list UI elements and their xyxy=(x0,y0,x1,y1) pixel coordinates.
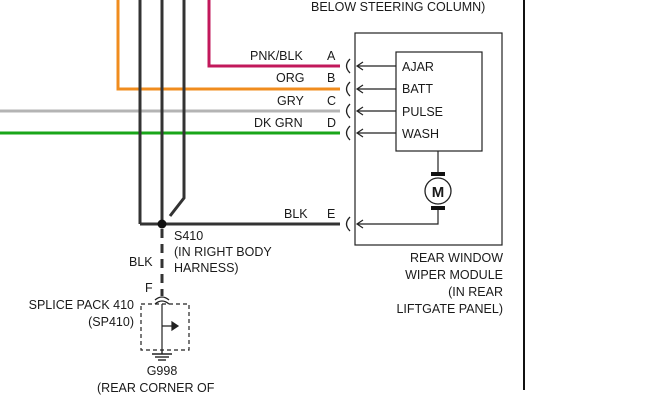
connector-symbols xyxy=(345,58,351,232)
pin-a: A xyxy=(327,49,336,63)
pin-d: D xyxy=(327,116,336,130)
pin-c: C xyxy=(327,94,336,108)
connector-e xyxy=(345,216,351,232)
motor-symbol xyxy=(424,177,452,205)
splice-wire-label: BLK xyxy=(129,255,153,269)
splice-pack-line-1: SPLICE PACK 410 xyxy=(29,298,134,312)
connector-a xyxy=(345,58,351,74)
arrow-batt xyxy=(355,84,396,94)
connector-d xyxy=(345,125,351,141)
label-org: ORG xyxy=(276,71,304,85)
header-below-steering-column: BELOW STEERING COLUMN) xyxy=(311,0,485,14)
splice-s410-dot xyxy=(157,219,167,229)
motor-brush-top xyxy=(431,172,445,176)
arrow-pulse xyxy=(355,106,396,116)
pin-b: B xyxy=(327,71,335,85)
terminal-wash: WASH xyxy=(402,127,439,141)
splice-pack-arrow xyxy=(162,320,180,332)
terminal-arrows xyxy=(355,61,439,229)
module-name-line-3: (IN REAR xyxy=(448,285,503,299)
splice-location-2: HARNESS) xyxy=(174,261,239,275)
module-name-line-2: WIPER MODULE xyxy=(405,268,503,282)
ground-id: G998 xyxy=(147,364,178,378)
splice-pack-line-2: (SP410) xyxy=(88,315,134,329)
wire-pnk-blk xyxy=(207,0,340,68)
label-gry: GRY xyxy=(277,94,305,108)
terminal-batt: BATT xyxy=(402,82,433,96)
terminal-ajar: AJAR xyxy=(402,60,434,74)
label-blk-e: BLK xyxy=(284,207,308,221)
arrow-ajar xyxy=(355,61,396,71)
motor-brush-bottom xyxy=(431,206,445,210)
module-name-line-4: LIFTGATE PANEL) xyxy=(396,302,503,316)
connector-b xyxy=(345,81,351,97)
module-name-line-1: REAR WINDOW xyxy=(410,251,503,265)
wire-blk-vertical-right xyxy=(168,0,186,217)
splice-pack-connector xyxy=(154,296,170,305)
label-dk-grn: DK GRN xyxy=(254,116,303,130)
arrow-motor-ground xyxy=(355,210,439,229)
splice-id: S410 xyxy=(174,229,203,243)
splice-location-1: (IN RIGHT BODY xyxy=(174,245,272,259)
splice-pack-pin: F xyxy=(145,281,153,295)
terminal-pulse: PULSE xyxy=(402,105,443,119)
label-pnk-blk: PNK/BLK xyxy=(250,49,303,63)
pin-e: E xyxy=(327,207,335,221)
splice-pack-box xyxy=(140,303,190,351)
motor-letter: M xyxy=(432,184,445,201)
wiper-module-outline xyxy=(354,32,503,246)
ground-symbol xyxy=(152,350,172,361)
connector-c xyxy=(345,103,351,119)
ground-location: (REAR CORNER OF xyxy=(97,381,215,395)
wire-org xyxy=(116,0,340,91)
wiper-module-logic-box xyxy=(395,51,483,152)
arrow-wash xyxy=(355,128,396,138)
wire-blk-group xyxy=(138,0,340,226)
